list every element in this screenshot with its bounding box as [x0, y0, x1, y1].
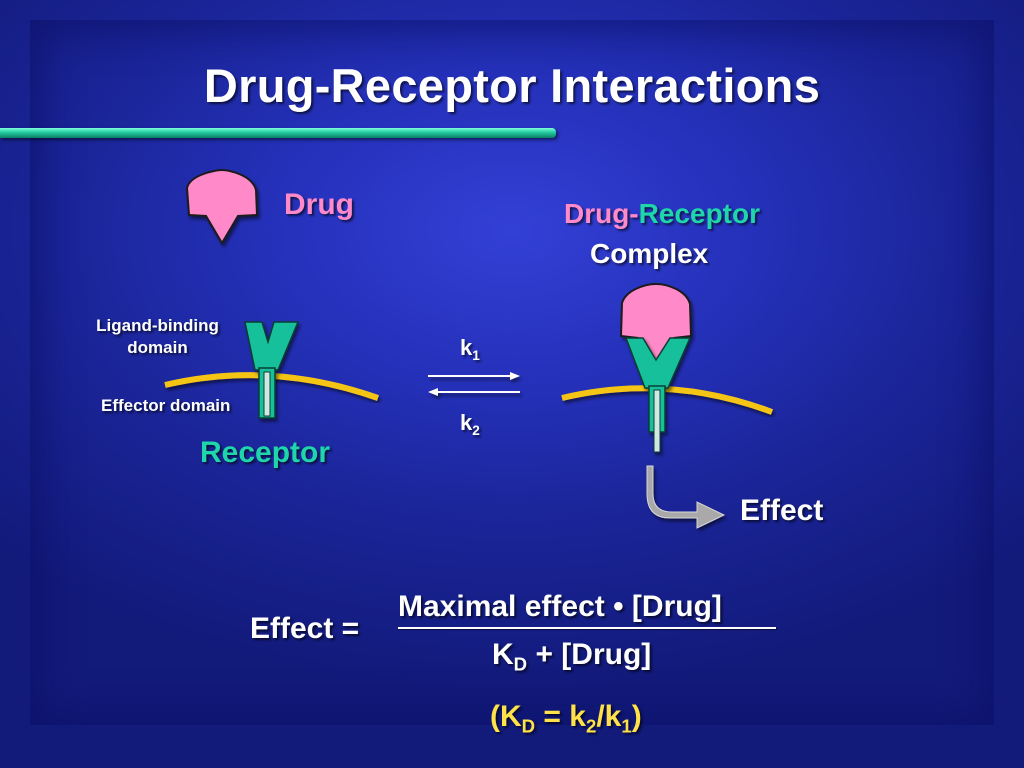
drug-shape — [185, 168, 259, 245]
complex-receptor-shape — [624, 337, 692, 453]
kd-mid: = k — [535, 700, 586, 733]
ligand-binding-domain-label: Ligand-binding domain — [96, 316, 219, 357]
den-subscript: D — [513, 653, 528, 675]
complex-drug-text: Drug- — [563, 198, 639, 229]
receptor-shape — [244, 321, 300, 419]
den-k: K — [492, 638, 514, 671]
kd-slash: /k — [596, 700, 622, 733]
complex-receptor-text: Receptor — [638, 198, 761, 229]
den-rest: + [Drug] — [527, 638, 652, 671]
title-underline-bar — [0, 128, 556, 138]
fraction-bar — [398, 627, 776, 629]
kd-sub-2: 2 — [585, 715, 597, 737]
equation-denominator: KD + [Drug] — [492, 638, 652, 675]
kd-open: (K — [490, 700, 522, 733]
complex-label-line2: Complex — [590, 238, 709, 269]
effect-arrow — [646, 465, 726, 529]
receptor-label: Receptor — [200, 436, 331, 469]
kd-close: ) — [631, 700, 642, 733]
page-title: Drug-Receptor Interactions — [203, 59, 821, 112]
effector-domain-label: Effector domain — [101, 396, 231, 415]
equation-numerator: Maximal effect • [Drug] — [398, 590, 722, 623]
k1-label: k1 — [460, 335, 480, 363]
k2-label: k2 — [460, 410, 480, 438]
k2-subscript: 2 — [472, 422, 480, 438]
k1-subscript: 1 — [472, 347, 480, 363]
kd-definition: (KD = k2/k1) — [490, 700, 642, 737]
complex-label-line1: Drug-Receptor — [0, 198, 1024, 230]
effect-label: Effect — [740, 494, 824, 527]
kd-sub-d: D — [521, 715, 536, 737]
equation-lhs: Effect = — [250, 612, 360, 645]
drug-label: Drug — [284, 188, 354, 221]
membrane-right — [561, 385, 774, 415]
k1-base: k — [460, 335, 473, 360]
kd-sub-1: 1 — [621, 715, 632, 737]
equilibrium-arrows — [428, 372, 520, 396]
k2-base: k — [460, 410, 473, 435]
